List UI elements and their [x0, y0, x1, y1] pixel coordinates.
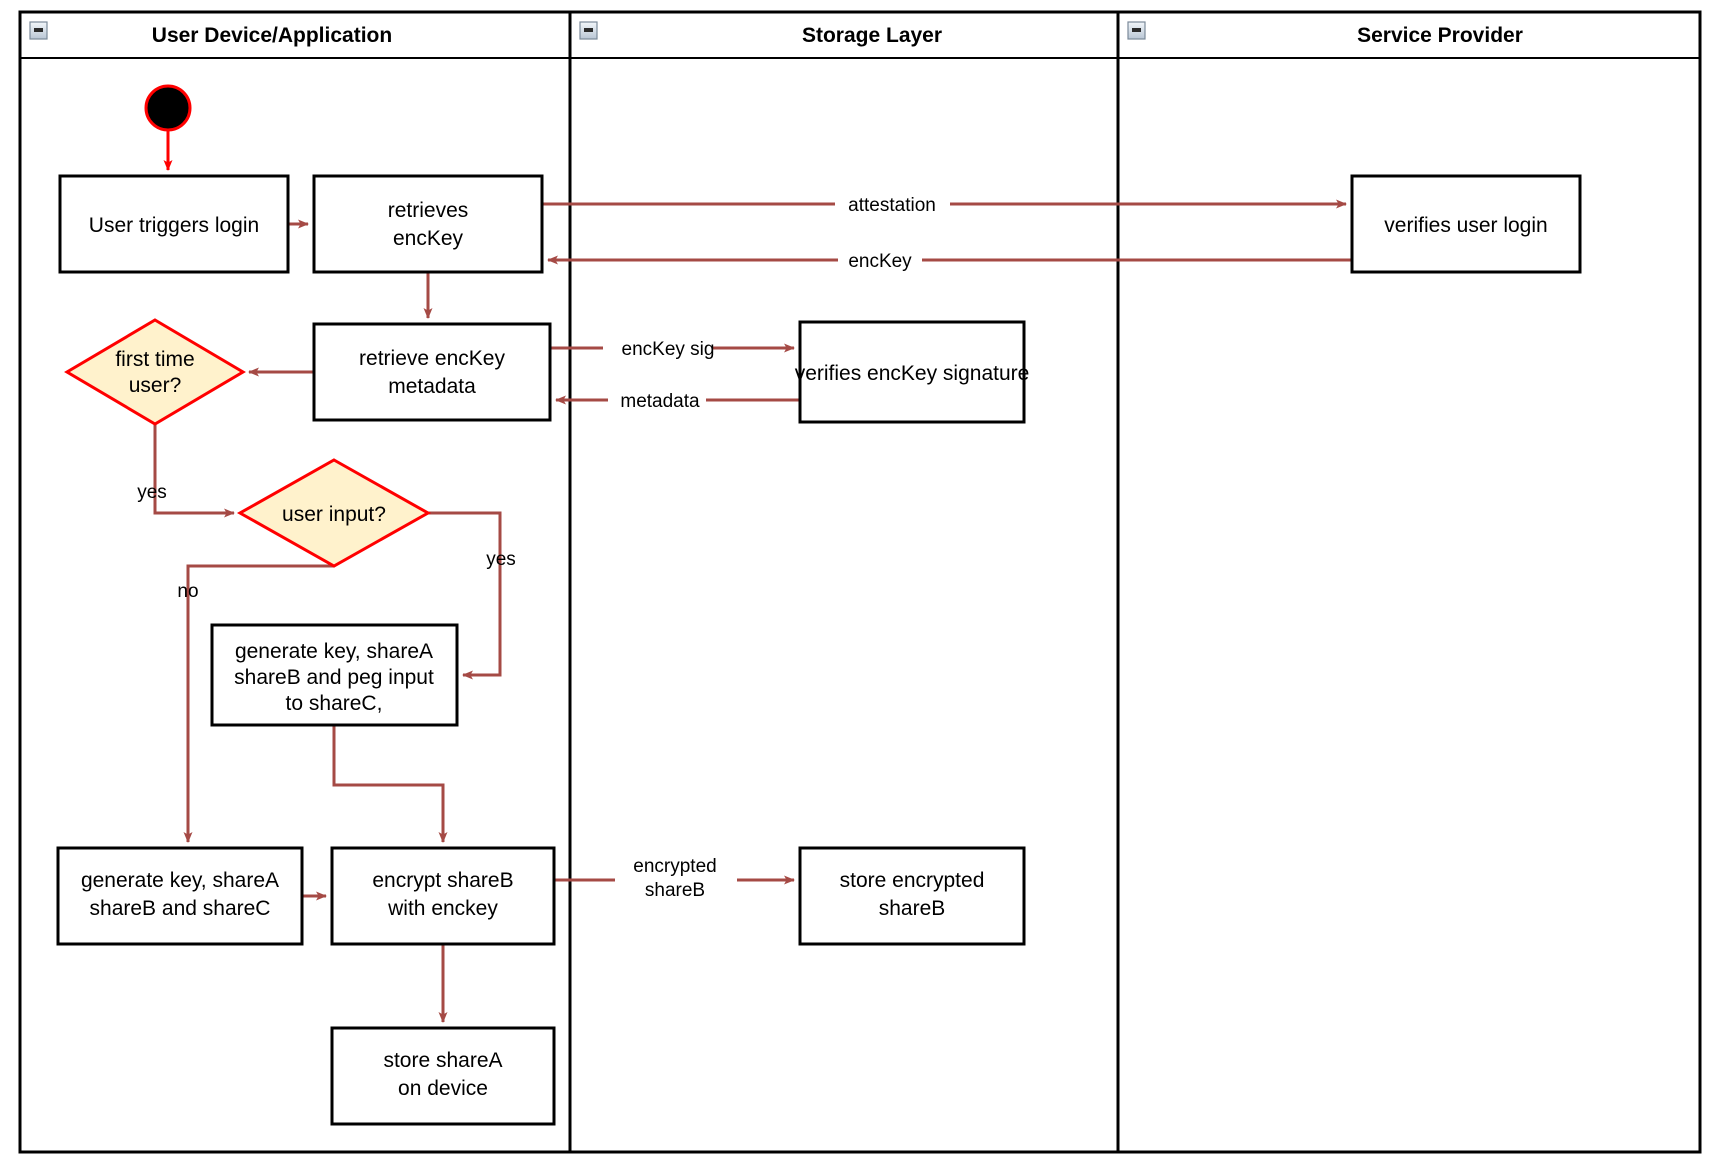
edge-userinput-yes: [428, 511, 502, 680]
minus-box-icon[interactable]: [579, 21, 598, 40]
lane-title-service-provider: Service Provider: [1357, 24, 1523, 47]
edge-label-enckey: encKey: [848, 251, 912, 272]
node-label-line1: generate key, shareA: [235, 640, 433, 663]
node-generate-key-peg-input[interactable]: generate key, shareA shareB and peg inpu…: [210, 623, 459, 727]
edge-label-bg: [835, 192, 950, 216]
node-label: verifies user login: [1384, 214, 1547, 237]
node-label-line1: encrypt shareB: [372, 869, 513, 892]
node-retrieve-enckey-metadata[interactable]: retrieve encKey metadata: [312, 322, 552, 422]
decision-first-time-user[interactable]: first time user?: [64, 318, 246, 426]
node-label-line1: store encrypted: [840, 869, 985, 892]
node-label-line2: on device: [398, 1077, 488, 1100]
edge-label-bg: [838, 248, 922, 272]
node-store-sharea-on-device[interactable]: store shareA on device: [330, 1026, 556, 1126]
swimlane-frame: [18, 10, 1702, 1154]
edge-label-bg: [608, 388, 706, 412]
decision-label-line1: first time: [115, 348, 194, 371]
node-generate-key-shares[interactable]: generate key, shareA shareB and shareC: [56, 846, 304, 946]
node-verifies-user-login[interactable]: verifies user login: [1350, 174, 1582, 274]
node-label: User triggers login: [89, 214, 259, 237]
edge-label-enckey-sig: encKey sig: [622, 339, 715, 360]
edge-label-encrypted: encrypted: [633, 856, 716, 877]
edge-genpeg-to-encrypt: [332, 725, 448, 843]
node-verifies-enckey-signature[interactable]: verifies encKey signature: [795, 320, 1030, 424]
lane-header-storage[interactable]: Storage Layer: [579, 21, 942, 47]
lane-title-user-device: User Device/Application: [152, 24, 392, 47]
node-label-line2: metadata: [388, 375, 476, 398]
lane-header-user-device[interactable]: User Device/Application: [29, 21, 392, 47]
start-node: [144, 84, 192, 132]
node-retrieves-enckey[interactable]: retrieves encKey: [312, 174, 544, 274]
edge-firsttime-yes: [153, 424, 235, 518]
minus-box-icon[interactable]: [29, 21, 48, 40]
decision-user-input[interactable]: user input?: [236, 458, 432, 568]
node-label-line2: shareB and shareC: [90, 897, 271, 920]
node-user-triggers-login[interactable]: User triggers login: [58, 174, 290, 274]
node-label: verifies encKey signature: [795, 362, 1030, 385]
edge-label-bg: [603, 336, 713, 360]
edge-label-bg: [615, 852, 737, 904]
node-store-encrypted-shareb[interactable]: store encrypted shareB: [798, 846, 1026, 946]
decision-label-line2: user?: [129, 374, 182, 397]
decision-label: user input?: [282, 503, 386, 526]
edge-label-attestation: attestation: [848, 195, 936, 216]
node-label-line2: shareB: [879, 897, 946, 920]
node-label-line1: store shareA: [383, 1049, 502, 1072]
edge-label-userinput-yes: yes: [486, 549, 516, 570]
edge-userinput-no: [183, 564, 334, 843]
node-label-line2: shareB and peg input: [234, 666, 434, 689]
node-label-line1: retrieves: [388, 199, 469, 222]
node-encrypt-shareb[interactable]: encrypt shareB with enckey: [330, 846, 556, 946]
edge-label-userinput-no: no: [177, 581, 198, 602]
node-label-line1: retrieve encKey: [359, 347, 505, 370]
node-label-line2: with enckey: [387, 897, 498, 920]
minus-box-icon[interactable]: [1127, 21, 1146, 40]
lane-title-storage: Storage Layer: [802, 24, 942, 47]
edge-label-firsttime-yes: yes: [137, 482, 167, 503]
node-label-line1: generate key, shareA: [81, 869, 279, 892]
node-label-line3: to shareC,: [286, 692, 383, 715]
edge-label-shareb: shareB: [645, 880, 705, 901]
node-label-line2: encKey: [393, 227, 464, 250]
edge-label-metadata: metadata: [620, 391, 700, 412]
lane-header-service-provider[interactable]: Service Provider: [1127, 21, 1523, 47]
